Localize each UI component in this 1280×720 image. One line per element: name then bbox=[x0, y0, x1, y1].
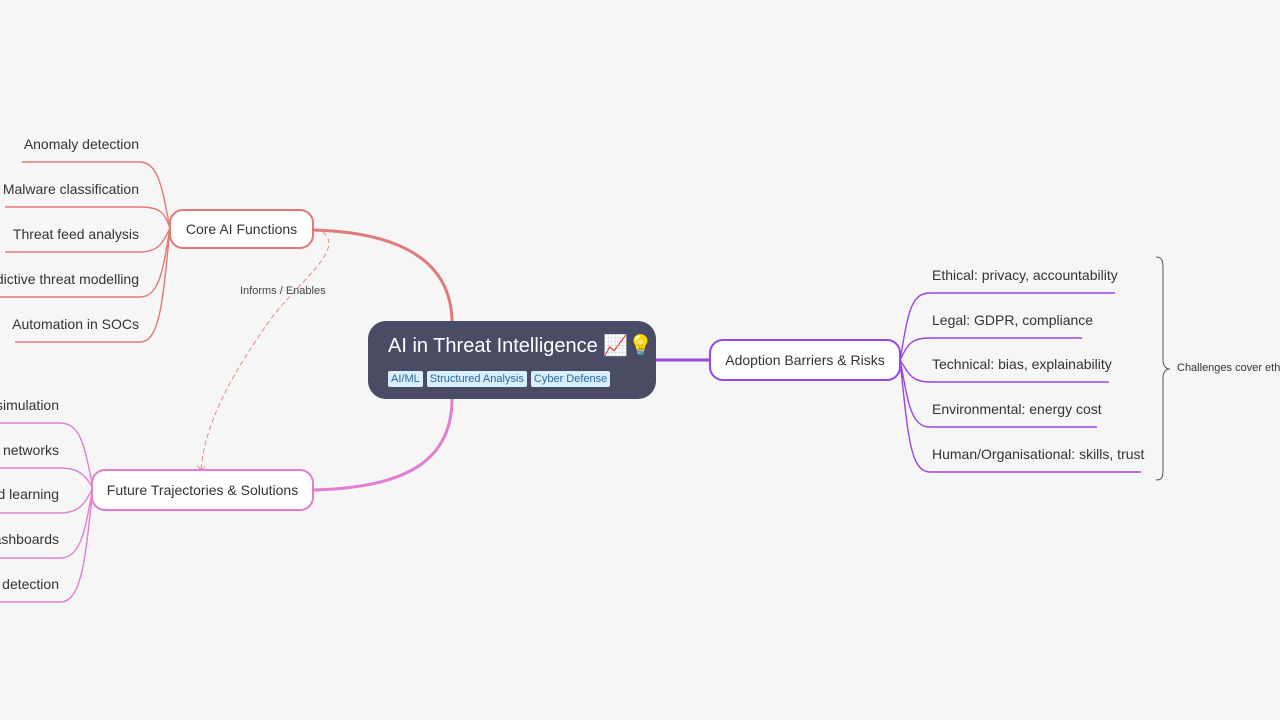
relationship-label[interactable]: Informs / Enables bbox=[240, 285, 326, 297]
subtopic-threat-feed-analysis[interactable]: Threat feed analysis bbox=[12, 226, 139, 242]
subtopic-anomaly-detection[interactable]: Anomaly detection bbox=[23, 136, 139, 152]
subtopic-networks[interactable]: networks bbox=[2, 442, 59, 458]
label-ai-ml[interactable]: AI/ML bbox=[388, 371, 423, 387]
branch-adoption-barriers[interactable]: Adoption Barriers & Risks bbox=[709, 339, 901, 381]
subtopic-human-organisational[interactable]: Human/Organisational: skills, trust bbox=[932, 446, 1145, 462]
subtopic-technical[interactable]: Technical: bias, explainability bbox=[932, 356, 1112, 372]
branch-label: Future Trajectories & Solutions bbox=[106, 482, 299, 498]
central-topic[interactable]: AI in Threat Intelligence 📈💡 AI/ML Struc… bbox=[368, 321, 656, 399]
chart-increasing-icon: 📈 bbox=[603, 335, 629, 357]
branch-core-ai-functions[interactable]: Core AI Functions bbox=[169, 209, 314, 249]
relationship-line bbox=[196, 231, 330, 471]
label-structured-analysis[interactable]: Structured Analysis bbox=[426, 371, 527, 387]
subtopic-automation-in-socs[interactable]: Automation in SOCs bbox=[12, 316, 139, 332]
connector-root-core bbox=[312, 228, 454, 324]
core-children-connectors bbox=[0, 161, 171, 343]
connector-root-future bbox=[312, 398, 454, 492]
future-children-connectors bbox=[0, 422, 94, 603]
subtopic-malware-classification[interactable]: Malware classification bbox=[2, 181, 139, 197]
subtopic-environmental[interactable]: Environmental: energy cost bbox=[932, 401, 1102, 417]
light-bulb-icon: 💡 bbox=[628, 335, 654, 357]
label-cyber-defense[interactable]: Cyber Defense bbox=[530, 371, 611, 387]
branch-future-trajectories[interactable]: Future Trajectories & Solutions bbox=[91, 469, 314, 511]
branch-label: Adoption Barriers & Risks bbox=[725, 352, 885, 368]
subtopic-dashboards[interactable]: ashboards bbox=[0, 531, 59, 547]
summary-brace bbox=[1155, 256, 1171, 481]
subtopic-predictive-threat-modelling[interactable]: dictive threat modelling bbox=[0, 271, 139, 287]
subtopic-detection[interactable]: detection bbox=[2, 576, 59, 592]
central-topic-text: AI in Threat Intelligence bbox=[388, 335, 598, 357]
topic-labels: AI/ML Structured Analysis Cyber Defense bbox=[388, 371, 611, 387]
summary-label[interactable]: Challenges cover eth bbox=[1177, 362, 1280, 374]
subtopic-learning[interactable]: d learning bbox=[0, 486, 59, 502]
adoption-children-connectors bbox=[899, 292, 1141, 473]
subtopic-ethical[interactable]: Ethical: privacy, accountability bbox=[932, 267, 1118, 283]
central-topic-title: AI in Threat Intelligence 📈💡 bbox=[388, 333, 653, 358]
subtopic-legal[interactable]: Legal: GDPR, compliance bbox=[932, 312, 1094, 328]
subtopic-simulation[interactable]: simulation bbox=[0, 397, 59, 413]
branch-label: Core AI Functions bbox=[185, 221, 298, 237]
